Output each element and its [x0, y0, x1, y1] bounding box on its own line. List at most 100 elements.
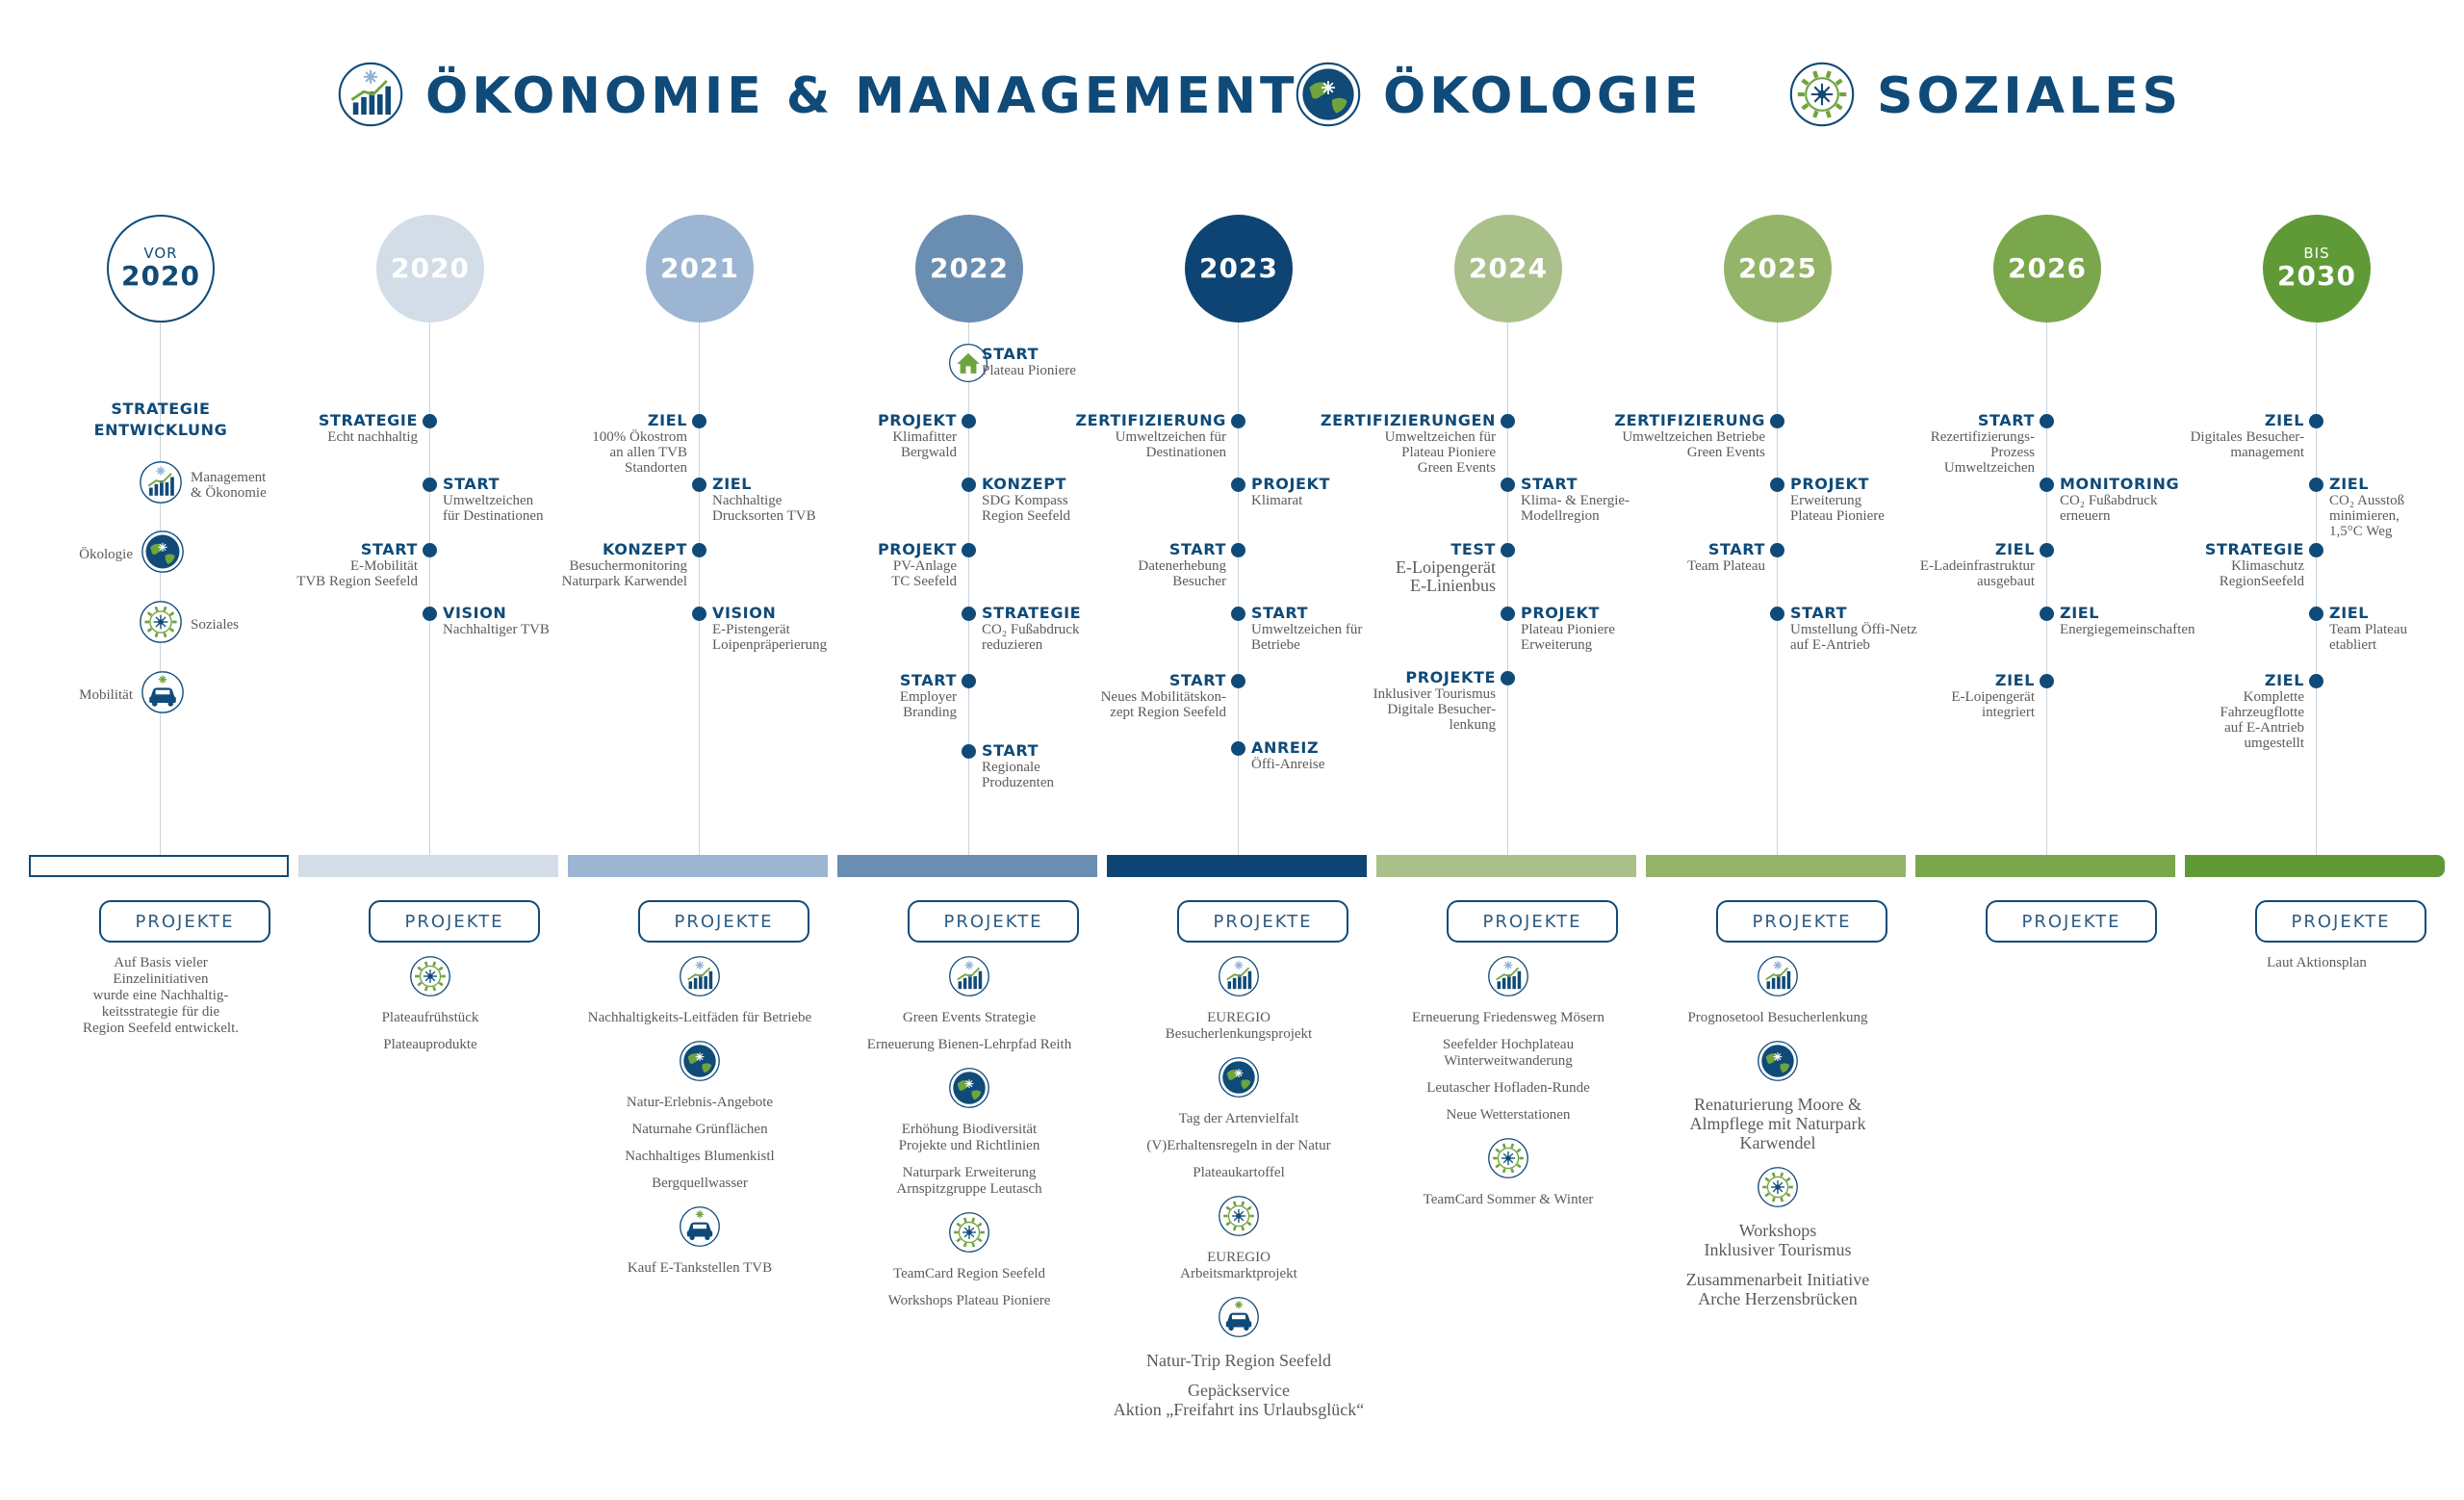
year-label: 2020	[121, 260, 200, 292]
milestone-type: ANREIZ	[1251, 738, 1320, 757]
project-item: Kauf E-Tankstellen TVB	[627, 1260, 773, 1276]
milestone-text: Umweltzeichen für Destinationen	[1115, 429, 1226, 460]
legend-label: Soziales	[191, 616, 239, 633]
timeline-line	[1238, 323, 1239, 871]
gear-sun-icon	[139, 600, 183, 649]
milestone-text: Klimafitter Bergwald	[892, 429, 957, 460]
milestone-type: ZIEL	[712, 475, 753, 493]
milestone-text: CO₂ Fußabdruck reduzieren	[982, 622, 1080, 653]
year-circle: 2021	[646, 215, 754, 323]
project-item: Workshops Inklusiver Tourismus	[1704, 1221, 1852, 1259]
year-label: 2022	[930, 252, 1009, 284]
milestone-type: START	[1790, 604, 1848, 622]
milestone-type: ZERTIFIZIERUNGEN	[1320, 411, 1496, 429]
milestone-dot	[1501, 607, 1515, 621]
milestone-text: PV-Anlage TC Seefeld	[891, 558, 957, 589]
milestone-type: PROJEKT	[1790, 475, 1870, 493]
milestone-type: START	[1168, 671, 1226, 689]
milestone-dot	[1501, 671, 1515, 685]
milestone-type: START	[1521, 475, 1578, 493]
milestone-type: STRATEGIE	[318, 411, 418, 429]
legend-item: Management & Ökonomie	[139, 460, 267, 509]
economy-chart-icon	[555, 955, 844, 1002]
project-group: Tag der Artenvielfalt(V)Erhaltensregeln …	[1094, 1056, 1383, 1181]
milestone-text: Komplette Fahrzeugflotte auf E-Antrieb u…	[2220, 689, 2304, 751]
milestone-dot	[2309, 414, 2323, 428]
project-item: Seefelder Hochplateau Winterweitwanderun…	[1442, 1037, 1575, 1069]
milestone-dot	[1501, 543, 1515, 557]
projects-button[interactable]: PROJEKTE	[638, 900, 809, 943]
car-icon	[141, 670, 185, 719]
project-group: Auf Basis vieler Einzelinitiativen wurde…	[16, 955, 305, 1037]
year-label: 2025	[1738, 252, 1817, 284]
milestone-type: PROJEKT	[1251, 475, 1331, 493]
milestone-type: ZIEL	[2060, 604, 2100, 622]
project-item: Plateauprodukte	[383, 1037, 477, 1052]
project-item: EUREGIO Besucherlenkungsprojekt	[1165, 1010, 1313, 1042]
projects-button[interactable]: PROJEKTE	[1716, 900, 1887, 943]
milestone-dot	[1501, 478, 1515, 492]
milestone-text: Plateau Pioniere Erweiterung	[1521, 622, 1615, 653]
timeline-segment	[298, 855, 558, 877]
project-item: EUREGIO Arbeitsmarktprojekt	[1180, 1250, 1297, 1281]
project-item: Natur-Erlebnis-Angebote	[626, 1095, 774, 1110]
milestone-text: Nachhaltiger TVB	[443, 622, 550, 637]
milestone-dot	[1770, 478, 1784, 492]
projects-button[interactable]: PROJEKTE	[2255, 900, 2426, 943]
category-title: ÖKONOMIE & MANAGEMENT	[425, 67, 1298, 125]
milestone-text: Umweltzeichen Betriebe Green Events	[1622, 429, 1765, 460]
project-item: Natur-Trip Region Seefeld	[1146, 1351, 1331, 1370]
category-title: ÖKOLOGIE	[1383, 67, 1703, 125]
projects-button[interactable]: PROJEKTE	[369, 900, 540, 943]
milestone-text: Neues Mobilitätskon- zept Region Seefeld	[1100, 689, 1226, 720]
project-group: EUREGIO Arbeitsmarktprojekt	[1094, 1195, 1383, 1282]
milestone-text: Öffi-Anreise	[1251, 757, 1325, 772]
projects-button[interactable]: PROJEKTE	[1447, 900, 1618, 943]
milestone-dot	[1231, 674, 1245, 688]
projects-button[interactable]: PROJEKTE	[99, 900, 270, 943]
milestone-text: Umweltzeichen für Destinationen	[443, 493, 544, 524]
project-item: (V)Erhaltensregeln in der Natur	[1146, 1138, 1331, 1153]
projects-button[interactable]: PROJEKTE	[1986, 900, 2157, 943]
milestone-dot	[962, 414, 976, 428]
projects-button[interactable]: PROJEKTE	[908, 900, 1079, 943]
project-item: Erneuerung Bienen-Lehrpfad Reith	[866, 1037, 1072, 1052]
milestone-text: Plateau Pioniere	[982, 363, 1076, 378]
milestone-type: START	[1977, 411, 2035, 429]
car-icon	[555, 1205, 844, 1253]
legend-label: Management & Ökonomie	[191, 469, 267, 501]
globe-leaf-icon	[141, 530, 185, 579]
timeline-segment	[1646, 855, 1906, 877]
milestone-text: E-Mobilität TVB Region Seefeld	[296, 558, 418, 589]
milestone-text: 100% Ökostrom an allen TVB Standorten	[592, 429, 687, 476]
milestone-text: Digitales Besucher- management	[2190, 429, 2304, 460]
projects-list: Auf Basis vieler Einzelinitiativen wurde…	[16, 955, 305, 1050]
projects-button[interactable]: PROJEKTE	[1177, 900, 1348, 943]
economy-chart-icon	[1364, 955, 1653, 1002]
project-item: Plateaukartoffel	[1193, 1165, 1285, 1180]
milestone-dot	[962, 478, 976, 492]
gear-sun-icon	[1364, 1137, 1653, 1184]
timeline-segment	[1376, 855, 1636, 877]
milestone-dot	[1770, 543, 1784, 557]
year-circle: 2026	[1993, 215, 2101, 323]
project-item: Leutascher Hofladen-Runde	[1426, 1080, 1590, 1096]
